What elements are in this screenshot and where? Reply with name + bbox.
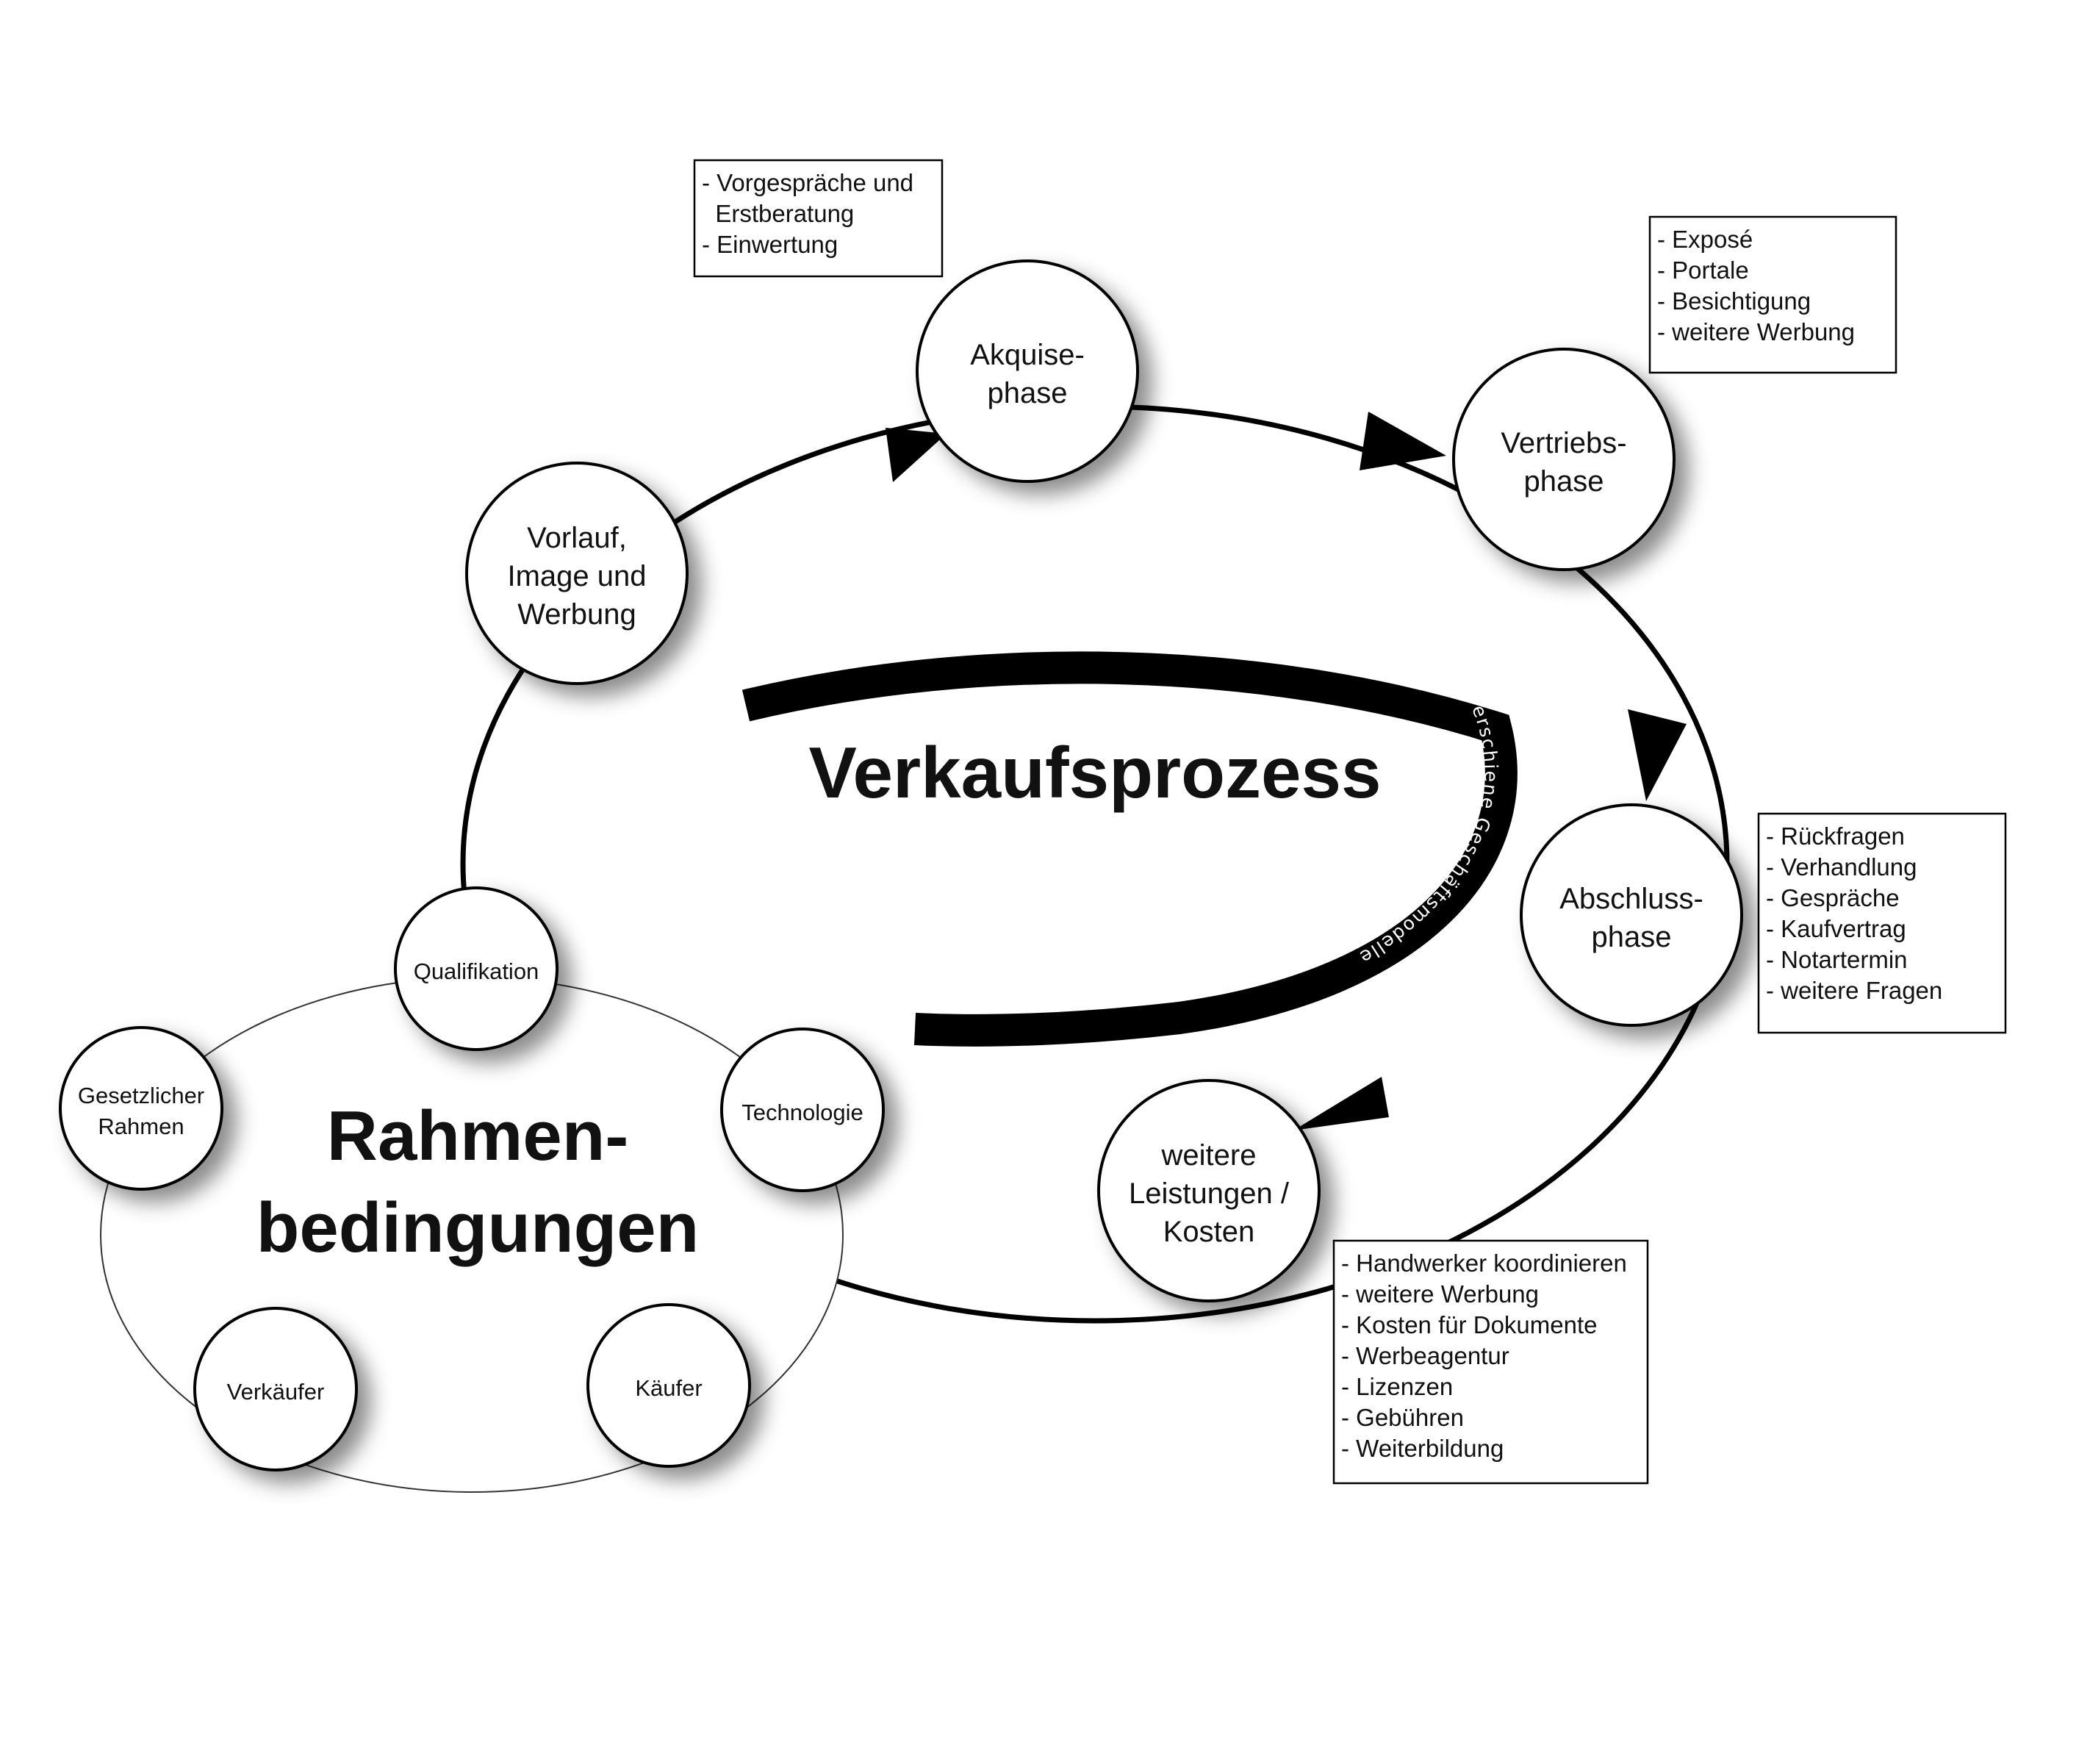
akquise-label-line-1: Akquise- [970,339,1085,371]
note-leistungen-line-6: - Gebühren [1341,1404,1464,1431]
abschluss-circle-shape [1520,803,1743,1027]
note-abschluss-line-4: - Kaufvertrag [1766,915,1906,942]
circle-qualifikation: Qualifikation [394,886,559,1051]
leistungen-label-line-2: Leistungen / [1129,1177,1290,1210]
vertrieb-circle-shape [1452,348,1676,571]
vorlauf-circle-shape [465,462,689,685]
note-vertrieb-line-2: - Portale [1657,257,1749,284]
arrow-to-akquise [886,428,947,482]
vorlauf-label-line-2: Image und [507,560,646,592]
inner-arc [741,651,1518,1047]
circle-technologie: Technologie [720,1028,885,1192]
qualifikation-label-line-1: Qualifikation [414,958,539,984]
akquise-circle-shape [916,259,1139,483]
verkaeufer-circle-shape [193,1307,358,1471]
circle-vertrieb: Vertriebs-phase [1452,348,1676,571]
note-vertrieb-line-1: - Exposé [1657,226,1753,253]
arrow-to-vertrieb [1360,412,1446,470]
note-abschluss-line-6: - weitere Fragen [1766,977,1942,1004]
arrow-to-leistungen [1293,1077,1389,1130]
note-box-leistungen: - Handwerker koordinieren - weitere Werbu… [1332,1239,1649,1485]
note-box-leistungen-frame [1332,1239,1649,1485]
note-vertrieb-line-4: - weitere Werbung [1657,318,1855,345]
technologie-circle-shape [720,1028,885,1192]
note-box-abschluss-frame [1757,812,2007,1034]
note-leistungen-line-5: - Lizenzen [1341,1373,1453,1400]
process-title: Verkaufsprozess [809,732,1382,813]
note-leistungen-line-1: - Handwerker koordinieren [1341,1250,1627,1277]
gesetz-circle-shape [59,1026,223,1191]
vorlauf-label-line-1: Vorlauf, [527,522,627,554]
note-akquise-line-3: - Einwertung [702,231,838,258]
vertrieb-label-line-1: Vertriebs- [1501,427,1626,459]
note-box-vertrieb-frame [1648,215,1897,374]
akquise-label-line-2: phase [988,377,1068,409]
circle-verkaeufer: Verkäufer [193,1307,358,1471]
note-leistungen-line-2: - weitere Werbung [1341,1280,1539,1308]
note-abschluss-line-2: - Verhandlung [1766,853,1917,881]
note-leistungen-line-3: - Kosten für Dokumente [1341,1311,1598,1338]
vertrieb-label-line-2: phase [1524,465,1604,498]
note-abschluss-line-3: - Gespräche [1766,884,1900,911]
note-abschluss-line-1: - Rückfragen [1766,822,1905,850]
note-leistungen-line-4: - Werbeagentur [1341,1342,1509,1369]
technologie-label-line-1: Technologie [741,1100,863,1125]
circle-akquise: Akquise-phase [916,259,1139,483]
framework-title-line-2: bedingungen [256,1188,700,1267]
abschluss-label-line-2: phase [1592,921,1672,953]
leistungen-label-line-3: Kosten [1163,1216,1255,1248]
note-akquise-line-2: Erstberatung [702,200,854,227]
abschluss-label-line-1: Abschluss- [1559,883,1703,915]
kaeufer-circle-shape [586,1303,751,1468]
note-box-vertrieb: - Exposé - Portale - Besichtigung - weitere… [1648,215,1897,374]
verkaeufer-label-line-1: Verkäufer [227,1379,325,1405]
vorlauf-label-line-3: Werbung [517,598,636,631]
arrow-to-abschluss [1628,709,1687,801]
leistungen-circle-shape [1097,1079,1321,1302]
note-box-abschluss: - Rückfragen - Verhandlung - Gespräche - Ka… [1757,812,2007,1034]
circle-abschluss: Abschluss-phase [1520,803,1743,1027]
note-vertrieb-line-3: - Besichtigung [1657,287,1811,315]
note-akquise-line-1: - Vorgespräche und [702,169,913,196]
note-box-akquise-frame [693,159,944,278]
framework-title-line-1: Rahmen- [327,1097,629,1175]
circle-kaeufer: Käufer [586,1303,751,1468]
note-leistungen-line-7: - Weiterbildung [1341,1435,1504,1462]
qualifikation-circle-shape [394,886,559,1051]
leistungen-label-line-1: weitere [1161,1139,1257,1172]
gesetz-label-line-1: Gesetzlicher [78,1083,204,1108]
kaeufer-label-line-1: Käufer [635,1375,702,1401]
note-abschluss-line-5: - Notartermin [1766,946,1908,973]
gesetz-label-line-2: Rahmen [98,1114,184,1139]
note-box-akquise: - Vorgespräche und Erstberatung - Einwert… [693,159,944,278]
